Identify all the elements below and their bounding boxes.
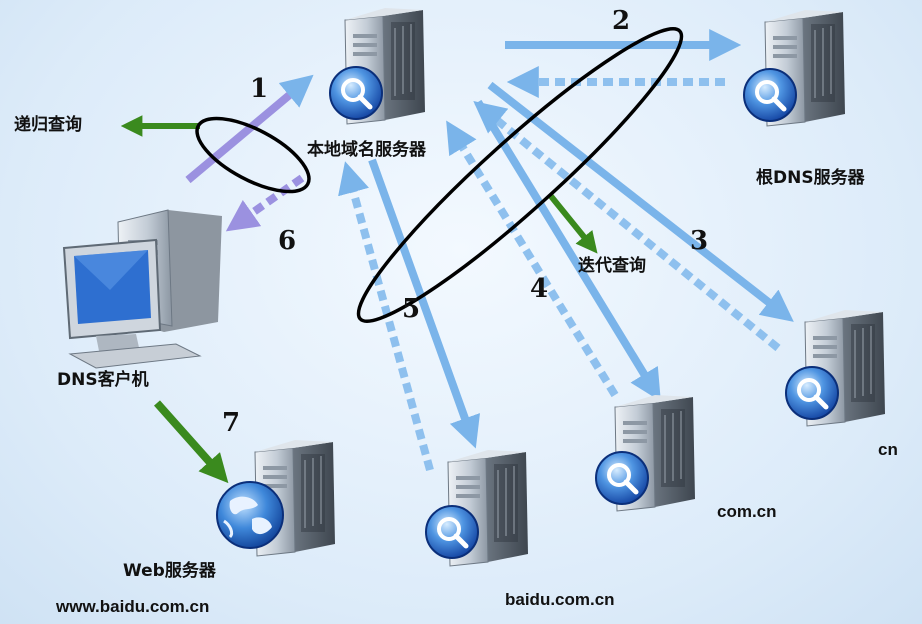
step-5: 5 [402,294,421,324]
recursive-query-label: 递归查询 [14,115,82,135]
web-server-icon [216,439,336,557]
iterative-query-arrows [338,29,794,472]
dns-client-label: DNS客户机 [57,370,149,390]
green-arrows [120,115,598,484]
recursive-ellipse [195,116,311,194]
cn-label: cn [878,440,898,459]
step-7: 7 [222,408,241,438]
local-dns-server-icon [330,7,426,125]
arrow-reply-baidu [338,161,434,472]
dns-client-computer-icon [62,209,222,369]
arrow-client-query [185,74,314,184]
iterative-ellipse [356,27,684,323]
step-6: 6 [278,226,297,256]
recursive-query-arrows [185,74,314,232]
local-dns-label: 本地域名服务器 [307,140,426,160]
query-ellipses [195,27,684,323]
step-4: 4 [530,274,549,304]
root-dns-server-icon [744,9,846,127]
arrow-reply-cn [473,100,781,352]
arrow-iterative-label [547,193,598,254]
baidu-label: baidu.com.cn [505,590,615,609]
step-1: 1 [250,74,269,104]
arrow-query-baidu [368,158,481,449]
web-domain-label: www.baidu.com.cn [56,597,210,616]
web-server-label: Web服务器 [123,561,216,581]
comcn-server-icon [596,394,696,512]
arrow-step7 [154,400,229,484]
arrow-reply-comcn [446,120,619,398]
root-dns-label: 根DNS服务器 [756,168,865,188]
comcn-label: com.cn [717,502,777,521]
step-3: 3 [690,226,709,256]
baidu-server-icon [426,449,529,567]
arrow-query-cn [487,81,794,322]
step-2: 2 [612,6,631,36]
arrow-client-reply [225,174,305,232]
cn-server-icon [786,309,886,427]
iterative-query-label: 迭代查询 [578,256,646,276]
arrow-query-comcn [474,99,661,402]
